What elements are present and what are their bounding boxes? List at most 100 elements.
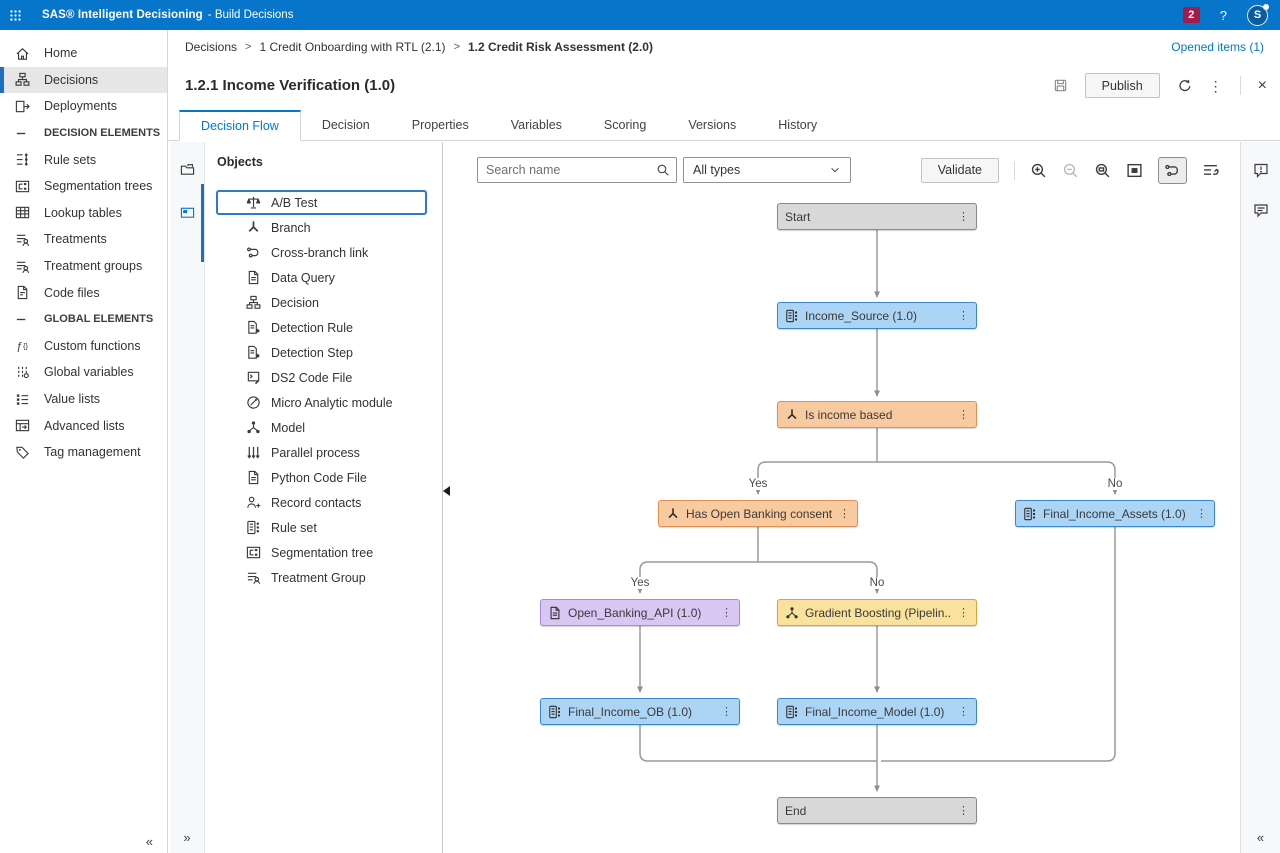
- search-input[interactable]: [478, 163, 656, 177]
- save-icon[interactable]: [1053, 78, 1068, 93]
- micro-analytic-module-icon: [247, 396, 260, 409]
- node-menu-kebab-icon[interactable]: ⋮: [1196, 508, 1207, 520]
- tab-decision-flow[interactable]: Decision Flow: [179, 110, 301, 141]
- breadcrumb-item-current[interactable]: 1.2 Credit Risk Assessment (2.0): [468, 40, 653, 54]
- object-item-cross-branch-link[interactable]: Cross-branch link: [205, 240, 442, 265]
- close-icon[interactable]: ×: [1257, 76, 1267, 94]
- sidebar-item-value-lists[interactable]: Value lists: [0, 386, 167, 413]
- node-menu-kebab-icon[interactable]: ⋮: [958, 310, 969, 322]
- sidebar-item-label: Deployments: [44, 99, 117, 114]
- help-icon[interactable]: ?: [1219, 7, 1227, 23]
- flow-node-open-banking-api[interactable]: Open_Banking_API (1.0) ⋮: [540, 599, 740, 626]
- object-item-segmentation-tree[interactable]: Segmentation tree: [205, 540, 442, 565]
- breadcrumb-item[interactable]: 1 Credit Onboarding with RTL (2.1): [259, 40, 446, 54]
- sidebar-item-custom-functions[interactable]: Custom functions: [0, 333, 167, 360]
- objects-panel-icon[interactable]: [170, 197, 205, 227]
- notification-badge[interactable]: 2: [1182, 7, 1200, 23]
- object-item-ds2-code-file[interactable]: DS2 Code File: [205, 365, 442, 390]
- zoom-in-icon[interactable]: [1030, 162, 1047, 179]
- object-item-detection-rule[interactable]: Detection Rule: [205, 315, 442, 340]
- breadcrumb-item[interactable]: Decisions: [185, 40, 238, 54]
- node-menu-kebab-icon[interactable]: ⋮: [958, 805, 969, 817]
- model-icon: [785, 606, 799, 619]
- node-menu-kebab-icon[interactable]: ⋮: [958, 607, 969, 619]
- flow-node-income-source[interactable]: Income_Source (1.0) ⋮: [777, 302, 977, 329]
- tab-versions[interactable]: Versions: [688, 117, 737, 132]
- decision-flow-canvas[interactable]: All types Validate: [443, 142, 1240, 853]
- object-item-detection-step[interactable]: Detection Step: [205, 340, 442, 365]
- object-item-treatment-group[interactable]: Treatment Group: [205, 565, 442, 590]
- sidebar-item-home[interactable]: Home: [0, 40, 167, 67]
- fit-to-screen-icon[interactable]: [1126, 162, 1143, 179]
- sidebar-item-treatments[interactable]: Treatments: [0, 226, 167, 253]
- object-item-branch[interactable]: Branch: [205, 215, 442, 240]
- right-panel-collapse-button[interactable]: «: [1256, 830, 1265, 845]
- zoom-to-fit-icon[interactable]: [1094, 162, 1111, 179]
- flow-node-final-income-model[interactable]: Final_Income_Model (1.0) ⋮: [777, 698, 977, 725]
- tab-history[interactable]: History: [778, 117, 818, 132]
- object-item-data-query[interactable]: Data Query: [205, 265, 442, 290]
- sidebar-item-segmentation-trees[interactable]: Segmentation trees: [0, 173, 167, 200]
- node-menu-kebab-icon[interactable]: ⋮: [958, 211, 969, 223]
- sidebar-item-deployments[interactable]: Deployments: [0, 93, 167, 120]
- publish-button[interactable]: Publish: [1084, 73, 1160, 98]
- tab-decision[interactable]: Decision: [321, 117, 370, 132]
- right-icon-strip: «: [1240, 142, 1280, 853]
- object-item-ab-test[interactable]: A/B Test: [216, 190, 427, 215]
- flow-node-gradient-boosting[interactable]: Gradient Boosting (Pipelin... ⋮: [777, 599, 977, 626]
- sidebar-item-label: Decisions: [44, 72, 99, 87]
- flow-node-is-income-based[interactable]: Is income based ⋮: [777, 401, 977, 428]
- node-menu-kebab-icon[interactable]: ⋮: [958, 706, 969, 718]
- node-menu-kebab-icon[interactable]: ⋮: [839, 508, 850, 520]
- opened-items-link[interactable]: Opened items (1): [1171, 40, 1264, 54]
- auto-layout-icon[interactable]: [1158, 156, 1187, 184]
- object-item-python-code-file[interactable]: Python Code File: [205, 465, 442, 490]
- panel-expand-button[interactable]: »: [183, 830, 191, 845]
- sidebar-item-rule-sets[interactable]: Rule sets: [0, 146, 167, 173]
- tab-scoring[interactable]: Scoring: [603, 117, 647, 132]
- sidebar-section-global-elements: GLOBAL ELEMENTS: [0, 306, 167, 333]
- validation-issues-icon[interactable]: [1241, 154, 1280, 186]
- reroute-links-icon[interactable]: [1202, 162, 1219, 179]
- panel-collapse-handle[interactable]: [443, 486, 450, 496]
- node-menu-kebab-icon[interactable]: ⋮: [958, 409, 969, 421]
- flow-node-has-open-banking-consent[interactable]: Has Open Banking consent ⋮: [658, 500, 858, 527]
- app-launcher-icon[interactable]: [0, 0, 30, 30]
- object-item-micro-analytic-module[interactable]: Micro Analytic module: [205, 390, 442, 415]
- flow-node-end[interactable]: End ⋮: [777, 797, 977, 824]
- comments-icon[interactable]: [1241, 194, 1280, 226]
- type-filter-select[interactable]: All types: [683, 157, 851, 183]
- sidebar-item-tag-management[interactable]: Tag management: [0, 439, 167, 466]
- sidebar-item-advanced-lists[interactable]: Advanced lists: [0, 412, 167, 439]
- tab-properties[interactable]: Properties: [411, 117, 469, 132]
- more-options-kebab-icon[interactable]: ⋮: [1208, 77, 1223, 94]
- sidebar-item-code-files[interactable]: Code files: [0, 279, 167, 306]
- validate-button[interactable]: Validate: [920, 157, 999, 183]
- object-item-decision[interactable]: Decision: [205, 290, 442, 315]
- avatar[interactable]: S: [1247, 3, 1269, 26]
- tab-variables[interactable]: Variables: [510, 117, 562, 132]
- search-icon[interactable]: [656, 163, 670, 177]
- flow-node-final-income-ob[interactable]: Final_Income_OB (1.0) ⋮: [540, 698, 740, 725]
- flow-node-start[interactable]: Start ⋮: [777, 203, 977, 230]
- rule-sets-icon: [16, 153, 29, 167]
- object-item-model[interactable]: Model: [205, 415, 442, 440]
- sidebar-item-lookup-tables[interactable]: Lookup tables: [0, 200, 167, 227]
- sidebar-item-global-variables[interactable]: Global variables: [0, 359, 167, 386]
- folder-panel-icon[interactable]: [170, 154, 205, 184]
- python-code-file-icon: [248, 470, 259, 485]
- detection-rule-icon: [248, 320, 260, 334]
- sidebar-item-treatment-groups[interactable]: Treatment groups: [0, 253, 167, 280]
- object-item-record-contacts[interactable]: Record contacts: [205, 490, 442, 515]
- zoom-out-icon[interactable]: [1062, 162, 1079, 179]
- node-menu-kebab-icon[interactable]: ⋮: [721, 706, 732, 718]
- node-menu-kebab-icon[interactable]: ⋮: [721, 607, 732, 619]
- sidebar-item-decisions[interactable]: Decisions: [0, 66, 167, 94]
- record-contacts-icon: [247, 496, 261, 509]
- edge-label-no: No: [1105, 478, 1125, 490]
- refresh-icon[interactable]: [1177, 78, 1192, 93]
- object-item-parallel-process[interactable]: Parallel process: [205, 440, 442, 465]
- object-item-rule-set[interactable]: Rule set: [205, 515, 442, 540]
- sidebar-collapse-button[interactable]: «: [145, 834, 153, 849]
- flow-node-final-income-assets[interactable]: Final_Income_Assets (1.0) ⋮: [1015, 500, 1215, 527]
